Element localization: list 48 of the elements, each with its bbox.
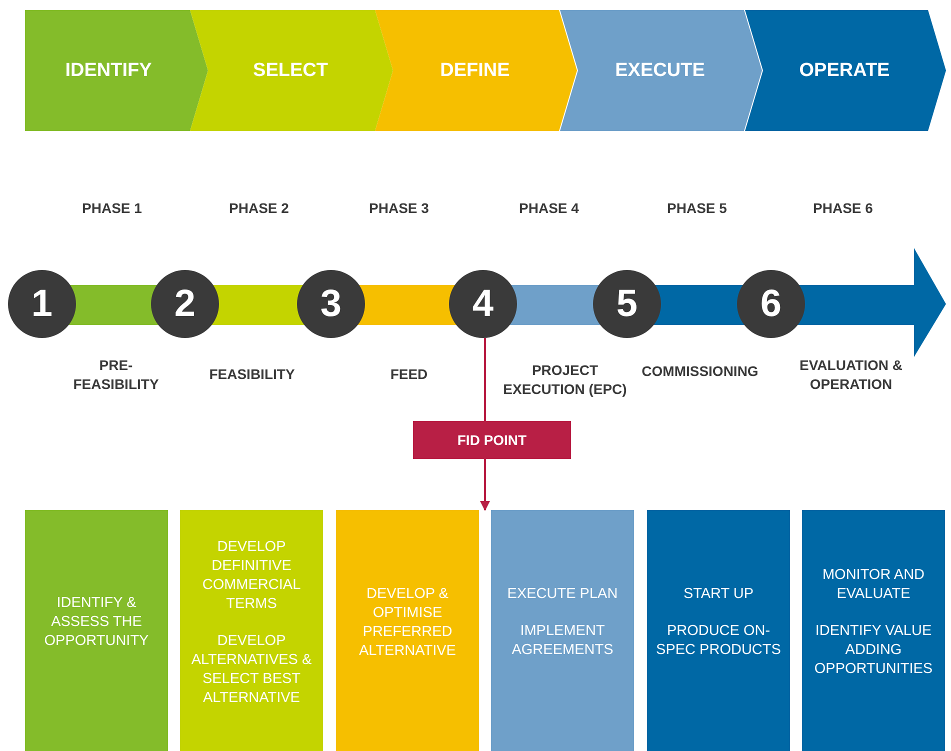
phase-banner bbox=[25, 10, 208, 131]
step-number: 4 bbox=[472, 282, 494, 326]
phase-banner bbox=[560, 10, 762, 131]
activity-text: IDENTIFY VALUE ADDING OPPORTUNITIES bbox=[813, 622, 934, 679]
step-number: 3 bbox=[320, 282, 342, 326]
phase-label: PHASE 2 bbox=[228, 199, 290, 218]
phase-label: PHASE 6 bbox=[812, 199, 874, 218]
milestone-label: FID POINT bbox=[457, 432, 527, 448]
activity-text: DEVELOP & OPTIMISE PREFERRED ALTERNATIVE bbox=[358, 584, 457, 660]
milestone-box bbox=[413, 421, 571, 459]
activity-panel bbox=[180, 510, 323, 751]
activity-text: START UP bbox=[683, 585, 754, 604]
activity-panel bbox=[491, 510, 634, 751]
connector-line bbox=[484, 338, 486, 421]
stage-label: COMMISSIONING bbox=[640, 362, 760, 381]
activity-text: IDENTIFY & ASSESS THE OPPORTUNITY bbox=[43, 594, 150, 651]
phase-name: EXECUTE bbox=[615, 60, 705, 82]
activity-text: IMPLEMENT AGREEMENTS bbox=[510, 622, 614, 660]
step-number: 6 bbox=[760, 282, 782, 326]
phase-label: PHASE 5 bbox=[666, 199, 728, 218]
phase-banner bbox=[375, 10, 577, 131]
phase-banner bbox=[745, 10, 946, 131]
phase-name: SELECT bbox=[253, 60, 328, 82]
phase-name: IDENTIFY bbox=[65, 60, 152, 82]
activity-panel bbox=[647, 510, 790, 751]
phase-label: PHASE 3 bbox=[368, 199, 430, 218]
activity-panel bbox=[25, 510, 168, 751]
activity-text: DEVELOP ALTERNATIVES & SELECT BEST ALTERNATIVE bbox=[190, 632, 313, 708]
stage-label: FEASIBILITY bbox=[208, 365, 296, 384]
activity-panel bbox=[336, 510, 479, 751]
step-number: 1 bbox=[31, 282, 53, 326]
activity-text: MONITOR AND EVALUATE bbox=[821, 566, 926, 604]
phase-name: OPERATE bbox=[799, 60, 890, 82]
stage-label: PROJECT EXECUTION (EPC) bbox=[502, 361, 628, 399]
step-number: 2 bbox=[174, 282, 196, 326]
step-number: 5 bbox=[616, 282, 638, 326]
activity-text: PRODUCE ON-SPEC PRODUCTS bbox=[655, 622, 782, 660]
activity-panel bbox=[802, 510, 945, 751]
phase-banner bbox=[190, 10, 393, 131]
activity-text: DEVELOP DEFINITIVE COMMERCIAL TERMS bbox=[201, 538, 302, 614]
phase-name: DEFINE bbox=[440, 60, 510, 82]
phase-label: PHASE 4 bbox=[518, 199, 580, 218]
stage-label: PRE- FEASIBILITY bbox=[72, 356, 160, 394]
activity-text: EXECUTE PLAN bbox=[507, 585, 618, 604]
arrow bbox=[480, 459, 490, 511]
stage-label: FEED bbox=[389, 365, 429, 384]
stage-label: EVALUATION & OPERATION bbox=[798, 356, 904, 394]
phase-label: PHASE 1 bbox=[81, 199, 143, 218]
